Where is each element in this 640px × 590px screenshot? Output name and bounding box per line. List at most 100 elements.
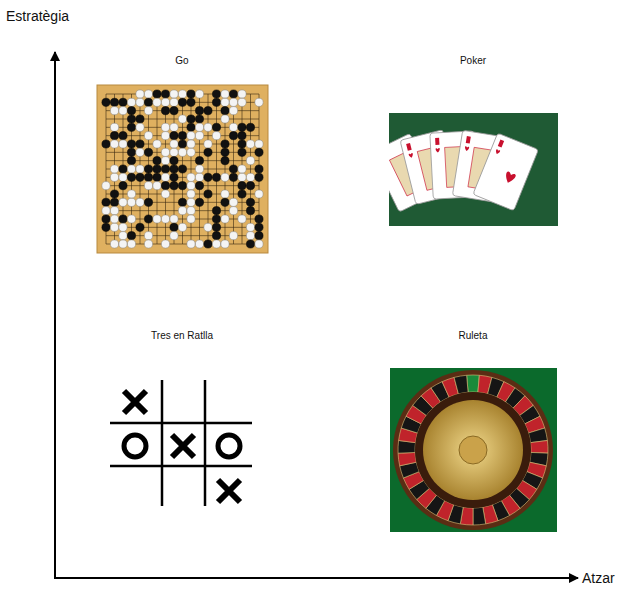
white-stone bbox=[170, 148, 178, 156]
white-stone bbox=[246, 140, 254, 148]
wheel-pocket bbox=[528, 428, 547, 443]
black-stone bbox=[119, 182, 127, 190]
black-stone bbox=[255, 215, 263, 223]
grid-line bbox=[110, 422, 252, 425]
white-stone bbox=[127, 215, 135, 223]
white-stone bbox=[187, 182, 195, 190]
white-stone bbox=[136, 165, 144, 173]
white-stone bbox=[110, 207, 118, 215]
white-stone bbox=[161, 173, 169, 181]
white-stone bbox=[144, 232, 152, 240]
black-stone bbox=[212, 215, 220, 223]
white-stone bbox=[127, 165, 135, 173]
white-stone bbox=[229, 232, 237, 240]
white-stone bbox=[136, 198, 144, 206]
black-stone bbox=[204, 148, 212, 156]
white-stone bbox=[187, 198, 195, 206]
axis-label: Atzar bbox=[582, 570, 615, 587]
black-stone bbox=[127, 107, 135, 115]
white-stone bbox=[221, 240, 229, 248]
white-stone bbox=[238, 173, 246, 181]
black-stone bbox=[170, 107, 178, 115]
white-stone bbox=[161, 123, 169, 131]
x-axis bbox=[54, 577, 578, 579]
black-stone bbox=[246, 123, 254, 131]
game-title: Poker bbox=[460, 55, 486, 67]
white-stone bbox=[110, 215, 118, 223]
white-stone bbox=[246, 173, 254, 181]
black-stone bbox=[212, 98, 220, 106]
white-stone bbox=[144, 90, 152, 98]
black-stone bbox=[221, 140, 229, 148]
x-mark bbox=[172, 435, 194, 457]
black-stone bbox=[195, 182, 203, 190]
black-stone bbox=[136, 140, 144, 148]
white-stone bbox=[102, 182, 110, 190]
white-stone bbox=[187, 132, 195, 140]
white-stone bbox=[119, 173, 127, 181]
white-stone bbox=[195, 240, 203, 248]
white-stone bbox=[204, 223, 212, 231]
white-stone bbox=[195, 173, 203, 181]
white-stone bbox=[255, 240, 263, 248]
white-stone bbox=[178, 207, 186, 215]
black-stone bbox=[246, 182, 254, 190]
black-stone bbox=[187, 123, 195, 131]
black-stone bbox=[161, 90, 169, 98]
white-stone bbox=[178, 90, 186, 98]
black-stone bbox=[110, 198, 118, 206]
black-stone bbox=[136, 173, 144, 181]
board-ground bbox=[97, 85, 268, 253]
black-stone bbox=[212, 223, 220, 231]
black-stone bbox=[170, 173, 178, 181]
black-stone bbox=[170, 165, 178, 173]
white-stone bbox=[127, 198, 135, 206]
white-stone bbox=[110, 140, 118, 148]
black-stone bbox=[229, 165, 237, 173]
black-stone bbox=[238, 140, 246, 148]
card-index-mark bbox=[498, 140, 504, 148]
axis-label: Estratègia bbox=[6, 8, 69, 25]
black-stone bbox=[212, 90, 220, 98]
grid-line bbox=[110, 465, 252, 468]
wheel-pocket bbox=[398, 452, 416, 465]
table-ground bbox=[390, 368, 557, 532]
card-index-mark bbox=[466, 136, 471, 144]
white-stone bbox=[102, 207, 110, 215]
black-stone bbox=[153, 165, 161, 173]
black-stone bbox=[178, 165, 186, 173]
white-stone bbox=[195, 90, 203, 98]
black-stone bbox=[178, 198, 186, 206]
white-stone bbox=[119, 107, 127, 115]
white-stone bbox=[212, 132, 220, 140]
white-stone bbox=[110, 240, 118, 248]
white-stone bbox=[161, 132, 169, 140]
black-stone bbox=[161, 165, 169, 173]
white-stone bbox=[110, 123, 118, 131]
black-stone bbox=[238, 182, 246, 190]
white-stone bbox=[119, 198, 127, 206]
white-stone bbox=[144, 107, 152, 115]
black-stone bbox=[255, 232, 263, 240]
black-stone bbox=[170, 223, 178, 231]
wheel-pocket bbox=[531, 440, 548, 453]
black-stone bbox=[127, 123, 135, 131]
black-stone bbox=[221, 148, 229, 156]
black-stone bbox=[161, 107, 169, 115]
black-stone bbox=[246, 240, 254, 248]
white-stone bbox=[187, 148, 195, 156]
grid-line bbox=[208, 94, 209, 244]
black-stone bbox=[246, 198, 254, 206]
white-stone bbox=[212, 240, 220, 248]
white-stone bbox=[221, 190, 229, 198]
white-stone bbox=[110, 173, 118, 181]
black-stone bbox=[229, 90, 237, 98]
white-stone bbox=[255, 140, 263, 148]
black-stone bbox=[119, 132, 127, 140]
white-stone bbox=[170, 123, 178, 131]
black-stone bbox=[178, 98, 186, 106]
white-stone bbox=[229, 123, 237, 131]
white-stone bbox=[170, 140, 178, 148]
white-stone bbox=[204, 140, 212, 148]
black-stone bbox=[229, 173, 237, 181]
